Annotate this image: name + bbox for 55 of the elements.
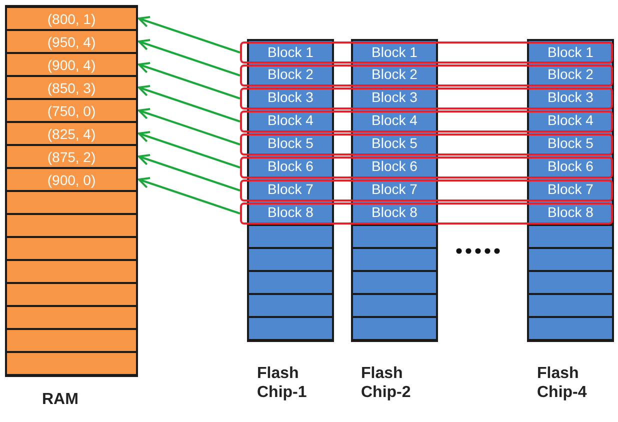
column-heading: RAM xyxy=(42,390,80,410)
block-cell xyxy=(249,272,332,293)
block-cell xyxy=(249,318,332,339)
column-heading: Flash Chip-2 xyxy=(361,364,412,402)
block-cell xyxy=(529,272,612,293)
block-cell xyxy=(249,295,332,316)
memory-cell: (900, 0) xyxy=(7,169,136,190)
arrow xyxy=(138,38,240,76)
arrow xyxy=(138,62,240,100)
memory-cell xyxy=(7,215,136,236)
block-cell xyxy=(353,295,436,316)
flash-chip xyxy=(247,223,334,342)
arrow xyxy=(138,84,240,122)
column-heading: Flash Chip-1 xyxy=(257,364,308,402)
memory-cell xyxy=(7,238,136,259)
memory-cell xyxy=(7,261,136,282)
block-cell xyxy=(353,318,436,339)
row-outline xyxy=(240,156,613,178)
memory-cell xyxy=(7,192,136,213)
arrow xyxy=(138,176,240,214)
row-outline xyxy=(240,88,613,110)
flash-chip xyxy=(351,223,438,342)
row-outline xyxy=(240,134,613,156)
memory-cell: (950, 4) xyxy=(7,31,136,52)
block-cell xyxy=(249,249,332,270)
block-cell xyxy=(529,318,612,339)
block-cell xyxy=(353,249,436,270)
memory-cell: (750, 0) xyxy=(7,100,136,121)
block-cell xyxy=(249,226,332,247)
flash-chip xyxy=(527,223,614,342)
block-cell xyxy=(529,226,612,247)
memory-cell: (875, 2) xyxy=(7,146,136,167)
row-outline xyxy=(240,64,613,86)
arrow xyxy=(138,154,240,192)
row-outline xyxy=(240,180,613,202)
memory-cell: (850, 3) xyxy=(7,77,136,98)
block-cell xyxy=(353,226,436,247)
memory-cell xyxy=(7,307,136,328)
memory-cell: (825, 4) xyxy=(7,123,136,144)
block-cell xyxy=(529,249,612,270)
row-outline xyxy=(240,202,613,224)
block-cell xyxy=(529,295,612,316)
arrow xyxy=(138,130,240,168)
row-outline xyxy=(240,42,613,64)
memory-cell xyxy=(7,284,136,305)
memory-cell: (800, 1) xyxy=(7,8,136,29)
arrow xyxy=(138,16,240,54)
ram-column xyxy=(5,5,138,377)
memory-cell xyxy=(7,353,136,374)
row-outline xyxy=(240,110,613,132)
arrow xyxy=(138,108,240,146)
memory-cell: (900, 4) xyxy=(7,54,136,75)
block-cell xyxy=(353,272,436,293)
column-heading: Flash Chip-4 xyxy=(537,364,588,402)
memory-cell xyxy=(7,330,136,351)
